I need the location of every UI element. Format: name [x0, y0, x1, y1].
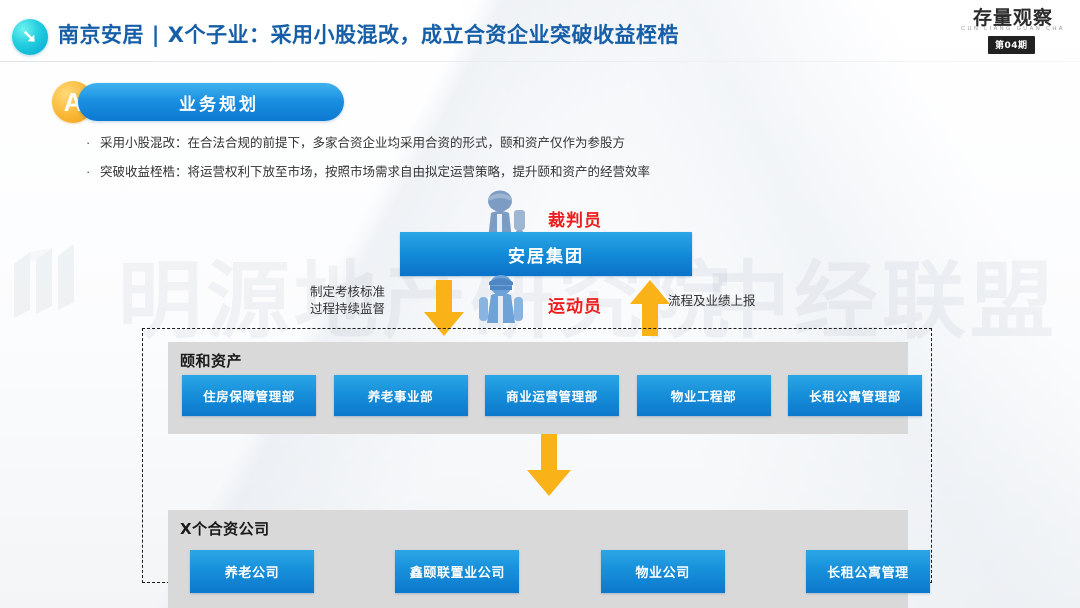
company-chip-label: 物业公司 [635, 566, 690, 581]
department-chip[interactable]: 养老事业部 [333, 375, 468, 416]
arrow-down-icon [527, 434, 571, 496]
panel-joint-ventures: X个合资公司 养老公司 鑫颐联置业公司 物业公司 长租公寓管理 [168, 510, 930, 608]
arrow-down-icon [424, 280, 464, 336]
company-chip-label: 鑫颐联置业公司 [409, 566, 505, 581]
department-chip-label: 长租公寓管理部 [809, 389, 901, 404]
brand-name: 存量观察 [972, 7, 1053, 29]
panel-yihe-assets: 颐和资产 住房保障管理部 养老事业部 商业运营管理部 物业工程部 长租公寓管理部 [168, 342, 922, 434]
bullet-text: 采用小股混改：在合法合规的前提下，多家合资企业均采用合资的形式，颐和资产仅作为参… [100, 135, 626, 150]
brand-issue-badge: 第04期 [988, 36, 1035, 54]
bullet-marker: · [86, 135, 91, 150]
arrow-up-icon [630, 280, 670, 336]
department-chip[interactable]: 长租公寓管理部 [788, 375, 922, 416]
department-chip-label: 养老事业部 [367, 389, 434, 404]
role-athlete-label: 运动员 [548, 297, 602, 317]
department-chip-label: 商业运营管理部 [506, 389, 598, 404]
panel-title: 颐和资产 [180, 352, 243, 370]
arrow-label-left-line2: 过程持续监督 [310, 301, 386, 316]
department-chip-label: 物业工程部 [670, 389, 737, 404]
header-divider [0, 61, 1080, 62]
company-chip[interactable]: 养老公司 [190, 550, 314, 593]
page-title: 南京安居 | X个子业：采用小股混改，成立合资企业突破收益桎梏 [58, 23, 679, 47]
company-chip-label: 长租公寓管理 [827, 566, 909, 581]
role-referee-label: 裁判员 [548, 211, 602, 231]
bullet-marker: · [86, 164, 91, 179]
department-chip-row: 住房保障管理部 养老事业部 商业运营管理部 物业工程部 长租公寓管理部 [168, 375, 936, 423]
section-pill: 业务规划 [78, 83, 344, 121]
bullet-list: · 采用小股混改：在合法合规的前提下，多家合资企业均采用合资的形式，颐和资产仅作… [86, 134, 986, 192]
company-chip[interactable]: 长租公寓管理 [805, 550, 930, 593]
org-diagram: 裁判员 安居集团 运动员 制定考核标 [0, 190, 1080, 608]
arrow-label-left-line1: 制定考核标准 [310, 284, 386, 299]
section-label: 业务规划 [179, 94, 259, 115]
bullet-text: 突破收益桎梏：将运营权利下放至市场，按照市场需求自由拟定运营策略，提升颐和资产的… [100, 164, 651, 179]
department-chip[interactable]: 物业工程部 [636, 375, 771, 416]
list-item: · 采用小股混改：在合法合规的前提下，多家合资企业均采用合资的形式，颐和资产仅作… [86, 134, 986, 152]
company-chip[interactable]: 鑫颐联置业公司 [395, 550, 520, 593]
panel-title: X个合资公司 [180, 520, 270, 538]
brand-pinyin: CUN LIANG GUAN CHA [961, 26, 1065, 32]
department-chip-label: 住房保障管理部 [203, 389, 295, 404]
list-item: · 突破收益桎梏：将运营权利下放至市场，按照市场需求自由拟定运营策略，提升颐和资… [86, 163, 986, 181]
header: 南京安居 | X个子业：采用小股混改，成立合资企业突破收益桎梏 存量观察 CUN… [0, 0, 1080, 62]
arrow-label-left: 制定考核标准 过程持续监督 [310, 283, 385, 317]
company-chip[interactable]: 物业公司 [600, 550, 725, 593]
arrow-down-right-circle-icon [12, 19, 48, 55]
arrow-label-right: 流程及业绩上报 [668, 293, 756, 308]
group-box-label: 安居集团 [508, 246, 584, 267]
company-chip-label: 养老公司 [224, 566, 280, 581]
brand-logo: 存量观察 CUN LIANG GUAN CHA 第04期 [954, 2, 1072, 60]
department-chip[interactable]: 住房保障管理部 [182, 375, 316, 416]
department-chip[interactable]: 商业运营管理部 [485, 375, 619, 416]
group-box: 安居集团 [400, 232, 692, 276]
company-chip-row: 养老公司 鑫颐联置业公司 物业公司 长租公寓管理 [168, 550, 952, 598]
athlete-person-icon [479, 275, 523, 323]
